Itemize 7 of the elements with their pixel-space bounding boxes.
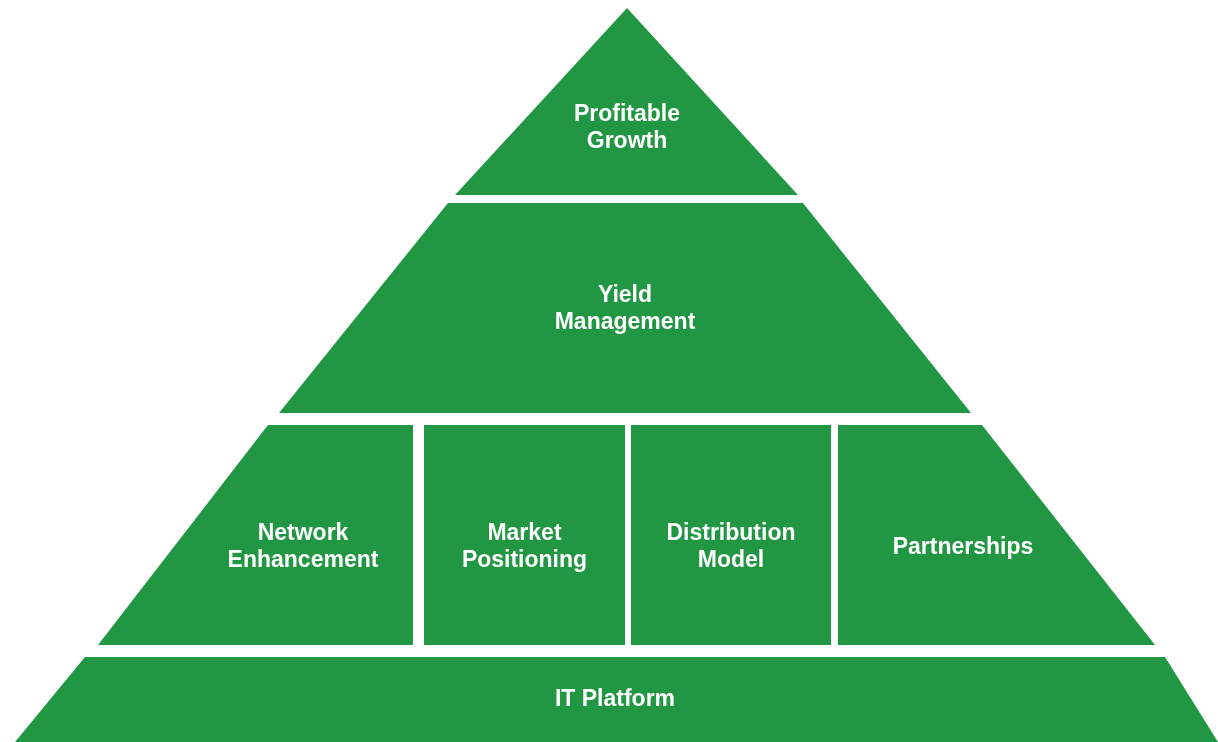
tier-label: Profitable Growth <box>572 100 682 154</box>
tier-label: Network Enhancement <box>226 519 380 573</box>
tier-label: IT Platform <box>553 685 677 712</box>
tier-label: Partnerships <box>891 533 1035 560</box>
tier-label: Distribution Model <box>665 519 797 573</box>
tier-label: Market Positioning <box>460 519 589 573</box>
tier-label: Yield Management <box>553 281 697 335</box>
